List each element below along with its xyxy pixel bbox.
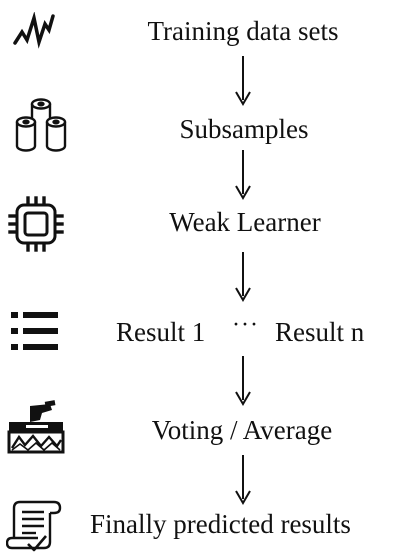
arrow-down-1 bbox=[235, 56, 251, 106]
step-subsamples: Subsamples bbox=[179, 114, 309, 144]
cpu-chip-icon bbox=[8, 196, 64, 252]
step-training-data-sets: Training data sets bbox=[147, 16, 339, 46]
arrow-down-4 bbox=[235, 356, 251, 406]
paper-rolls-icon bbox=[15, 98, 67, 152]
result-ellipsis: ··· bbox=[232, 312, 259, 338]
step-weak-learner: Weak Learner bbox=[169, 207, 321, 237]
waveform-icon bbox=[13, 12, 55, 49]
list-icon bbox=[11, 312, 58, 350]
ballot-box-icon bbox=[7, 400, 65, 454]
certificate-scroll-icon bbox=[6, 500, 62, 552]
arrow-down-3 bbox=[235, 252, 251, 302]
result-first-label: Result 1 bbox=[116, 317, 206, 347]
step-voting-average: Voting / Average bbox=[151, 415, 333, 445]
step-finally-predicted-results: Finally predicted results bbox=[90, 509, 351, 539]
arrow-down-2 bbox=[235, 150, 251, 200]
result-last-label: Result n bbox=[275, 317, 365, 347]
arrow-down-5 bbox=[235, 455, 251, 505]
